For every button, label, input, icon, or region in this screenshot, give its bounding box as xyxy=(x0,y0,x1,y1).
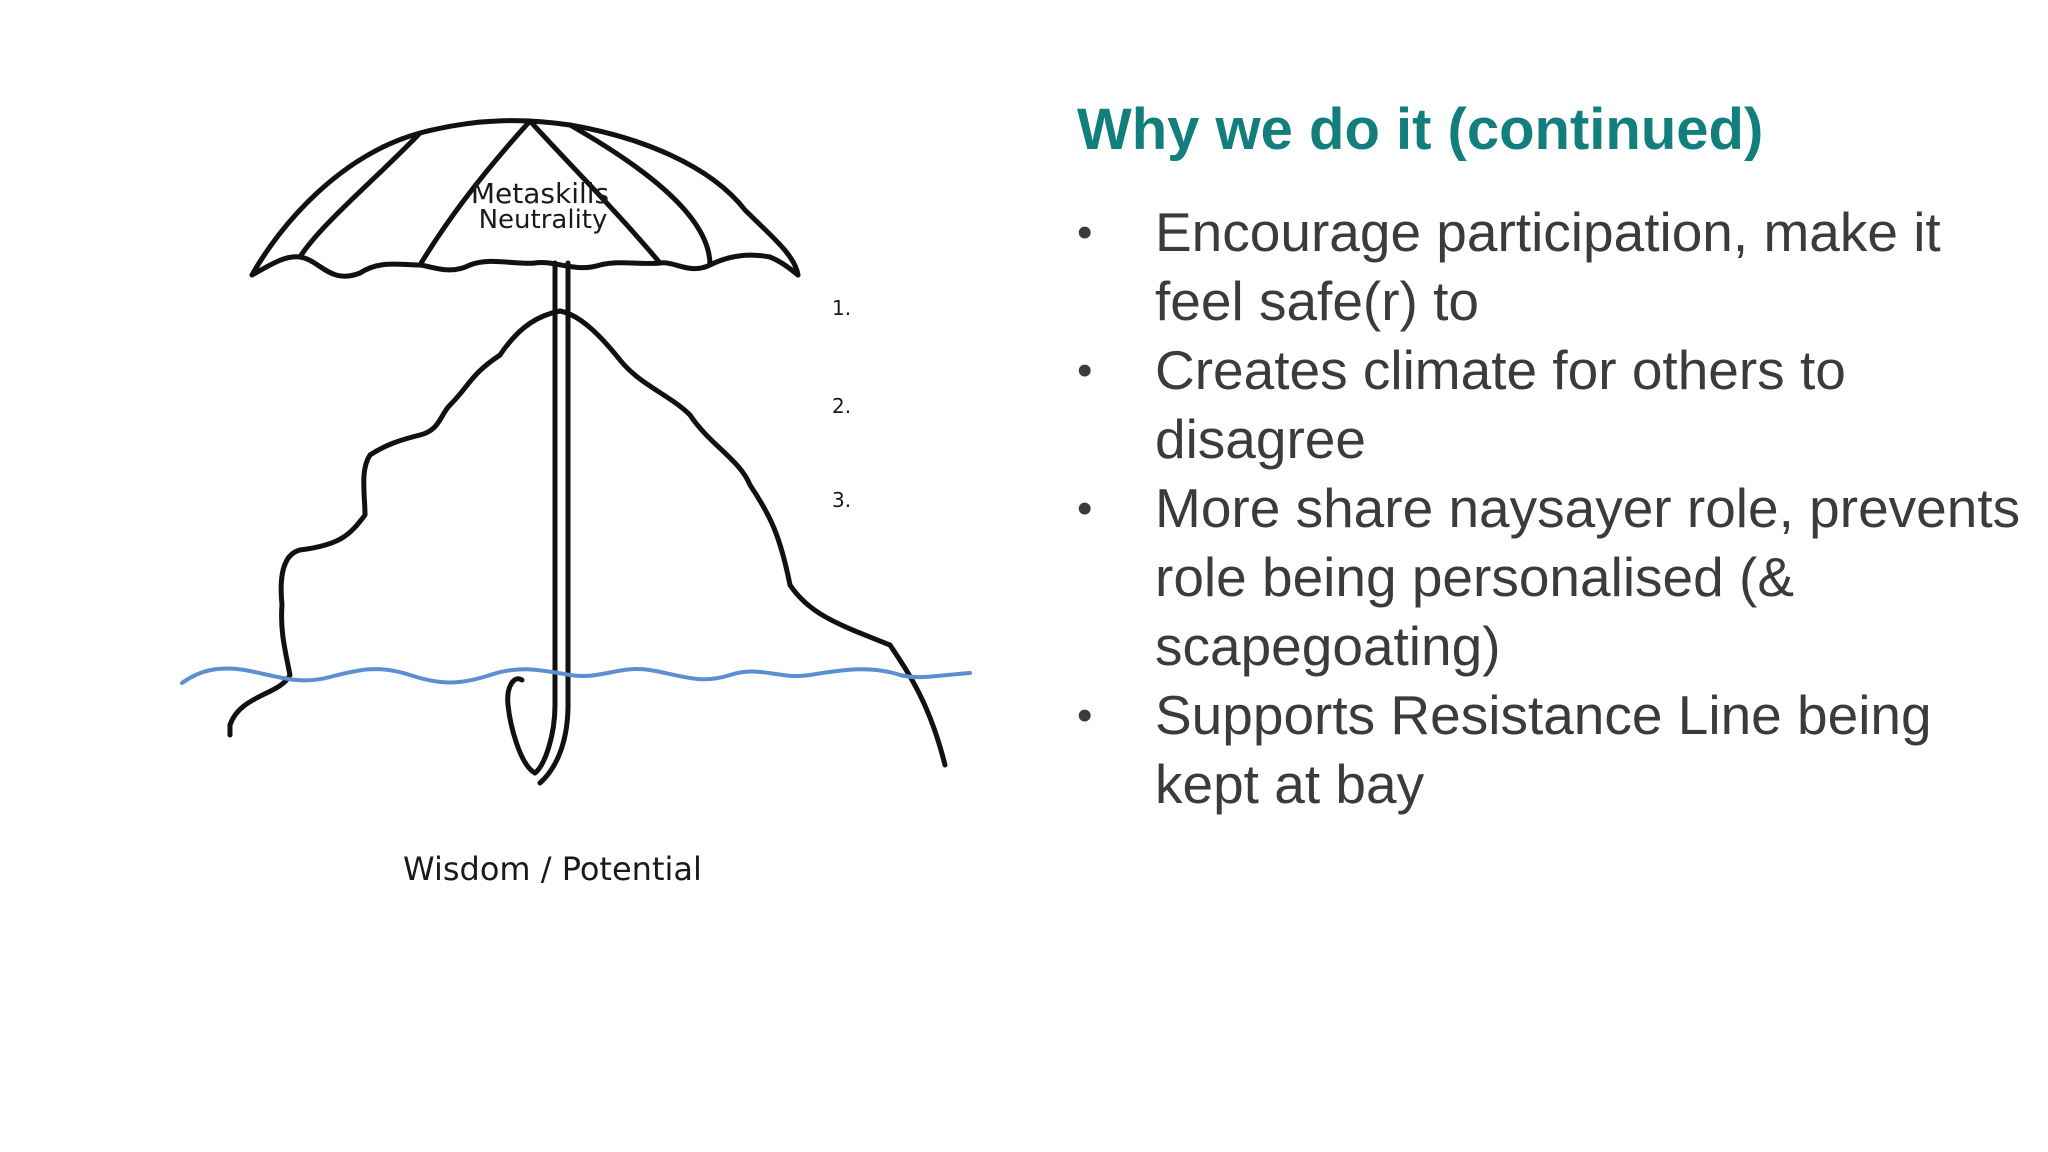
umbrella-shaft xyxy=(505,260,558,776)
bullet-item: • Supports Resistance Line being kept at… xyxy=(1077,681,2027,819)
bullet-text: Creates climate for others to disagree xyxy=(1155,339,1846,470)
umbrella-rib-center-left xyxy=(417,118,533,268)
umbrella-label-metaskills: Metaskills xyxy=(471,177,609,210)
bullet-list: • Encourage participation, make it feel … xyxy=(1077,198,2027,819)
level-1-label: 1. xyxy=(832,296,851,320)
illustration-drawing: Metaskills Neutrality 1. 2. 3. Wisdom / … xyxy=(180,118,972,888)
bullet-item: • More share naysayer role, prevents rol… xyxy=(1077,474,2027,681)
umbrella-scallops xyxy=(249,252,801,279)
umbrella-label-neutrality: Neutrality xyxy=(479,205,608,235)
bullet-text: Supports Resistance Line being kept at b… xyxy=(1155,684,1932,815)
umbrella-iceberg-illustration: Metaskills Neutrality 1. 2. 3. Wisdom / … xyxy=(170,115,1020,905)
bullet-text: Encourage participation, make it feel sa… xyxy=(1155,201,1941,332)
iceberg-outline-right xyxy=(557,308,948,768)
bullet-text: More share naysayer role, prevents role … xyxy=(1155,477,2021,677)
umbrella-shaft-inner xyxy=(537,260,571,786)
bullet-item: • Creates climate for others to disagree xyxy=(1077,336,2027,474)
bullet-marker: • xyxy=(1077,208,1093,257)
bullet-marker: • xyxy=(1077,484,1093,533)
illustration-caption: Wisdom / Potential xyxy=(403,850,702,888)
umbrella-rib-right xyxy=(567,122,713,268)
umbrella-rib-center-right xyxy=(527,118,663,266)
bullet-item: • Encourage participation, make it feel … xyxy=(1077,198,2027,336)
bullet-marker: • xyxy=(1077,346,1093,395)
level-3-label: 3. xyxy=(832,488,851,512)
slide-title: Why we do it (continued) xyxy=(1077,97,1764,162)
umbrella-canopy xyxy=(249,118,801,278)
iceberg-outline xyxy=(227,308,563,728)
water-line xyxy=(180,666,972,685)
level-2-label: 2. xyxy=(832,394,851,418)
bullet-marker: • xyxy=(1077,691,1093,740)
umbrella-rib-left xyxy=(297,130,423,260)
